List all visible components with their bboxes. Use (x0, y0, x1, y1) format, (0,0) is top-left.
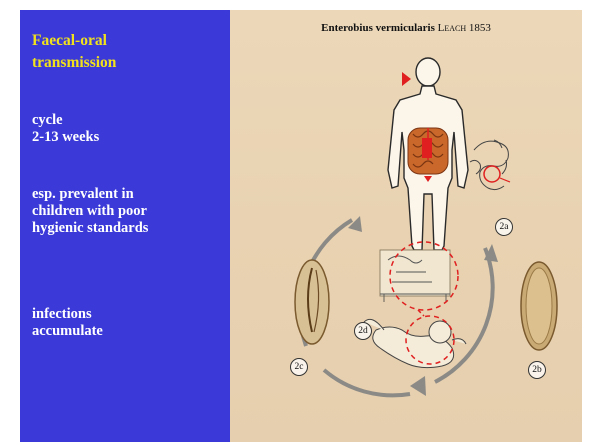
infections-line-2: accumulate (32, 323, 103, 340)
red-pointer-arrow (402, 72, 411, 86)
cycle-arrowhead-left (348, 216, 362, 232)
cycle-arrowhead-bottom (410, 376, 426, 396)
infections-line-1: infections (32, 306, 103, 323)
cycle-line-2: 2-13 weeks (32, 129, 99, 146)
stage-label-2b: 2b (528, 361, 546, 379)
prevalence-text: esp. prevalent in children with poor hyg… (32, 186, 148, 237)
prevalence-line-2: children with poor (32, 203, 148, 220)
slide-heading: Faecal-oral transmission (32, 30, 116, 74)
prevalence-line-3: hygienic standards (32, 220, 148, 237)
infections-text: infections accumulate (32, 306, 103, 340)
stage-label-2c: 2c (290, 358, 308, 376)
life-cycle-illustration (230, 10, 582, 442)
cycle-text: cycle 2-13 weeks (32, 112, 99, 146)
perianal-highlight-circle (484, 166, 500, 182)
heading-line-2: transmission (32, 52, 116, 74)
stage-label-2d: 2d (354, 322, 372, 340)
prevalence-line-1: esp. prevalent in (32, 186, 148, 203)
left-text-panel: Faecal-oral transmission cycle 2-13 week… (20, 10, 230, 442)
egg-icon-left (295, 260, 329, 344)
connector-2a (500, 178, 510, 182)
connector-2d (418, 310, 424, 316)
life-cycle-figure: Enterobius vermicularis Leach 1853 (230, 10, 582, 442)
bedroom-sketch-icon (380, 250, 450, 302)
egg-icon-right (521, 262, 557, 350)
stage-label-2a: 2a (495, 218, 513, 236)
cycle-line-1: cycle (32, 112, 99, 129)
heading-line-1: Faecal-oral (32, 30, 116, 52)
slide: Faecal-oral transmission cycle 2-13 week… (20, 10, 582, 442)
